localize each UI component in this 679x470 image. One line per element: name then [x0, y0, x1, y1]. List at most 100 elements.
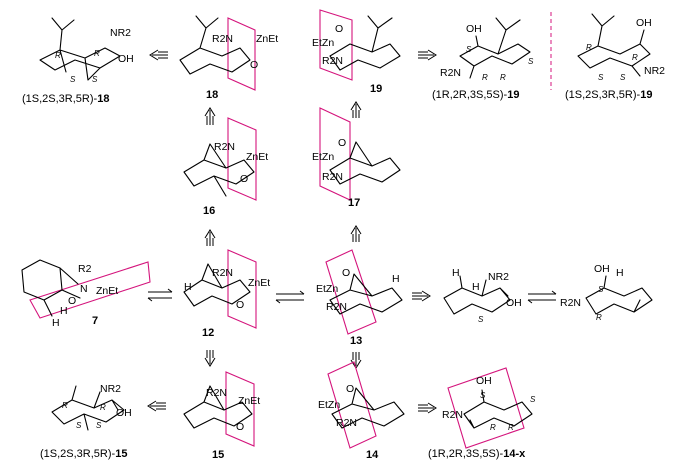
atom-o: O	[335, 23, 343, 35]
stereo-label: S	[96, 421, 102, 430]
substituent-nr2: NR2	[110, 27, 131, 39]
stereo-label: S	[598, 73, 604, 82]
atom-oh: OH	[506, 297, 522, 309]
open-arrow-right	[412, 290, 431, 302]
compound-caption: (1R,2R,3S,5S)-19	[432, 89, 519, 101]
compound-19-product-a: OH R2N S S R R (1R,2R,3S,5S)-19	[432, 17, 534, 101]
stereo-label: S	[620, 73, 626, 82]
atom-znet: ZnEt	[246, 151, 268, 163]
open-arrow-right	[418, 402, 437, 414]
stereo-label: S	[528, 57, 534, 66]
open-arrow-up	[350, 225, 362, 242]
compound-19-product-b: OH NR2 R R S S (1S,2S,3R,5R)-19	[565, 13, 665, 101]
stereo-label: R	[632, 53, 638, 62]
atom-r2n: R2N	[336, 417, 357, 429]
equilibrium-arrow	[147, 288, 173, 302]
atom-r2n: R2N	[214, 141, 235, 153]
compound-13: EtZn O R2N H 13	[316, 249, 403, 347]
stereo-label: S	[598, 285, 604, 294]
compound-caption: (1S,2S,3R,5R)-18	[22, 93, 109, 105]
compound-15: R2N ZnEt O 15	[183, 371, 260, 461]
substituent-oh: OH	[118, 53, 134, 65]
compound-number: 14	[366, 449, 379, 461]
atom-znet: ZnEt	[238, 395, 260, 407]
substituent-oh: OH	[636, 17, 652, 29]
atom-h: H	[472, 281, 480, 293]
compound-14: EtZn O R2N 14	[318, 361, 405, 461]
stereo-label: S	[92, 75, 98, 84]
atom-r2n: R2N	[212, 33, 233, 45]
stereo-label: S	[478, 315, 484, 324]
substituent-oh: OH	[466, 23, 482, 35]
compound-14-x: OH R2N S S R R (1R,2R,3S,5S)-14-x	[428, 367, 536, 460]
atom-o: O	[68, 295, 76, 307]
atom-o: O	[342, 267, 350, 279]
atom-o: O	[240, 173, 248, 185]
atom-h: H	[452, 267, 460, 279]
atom-r2n: R2N	[322, 55, 343, 67]
substituent-oh: OH	[116, 407, 132, 419]
compound-number: 15	[212, 449, 224, 461]
atom-znet: ZnEt	[248, 277, 270, 289]
compound-18: R2N ZnEt O 18	[179, 15, 278, 101]
atom-znet: ZnEt	[96, 285, 118, 297]
atom-h: H	[60, 305, 68, 317]
atom-h: H	[392, 273, 400, 285]
compound-number: 18	[206, 89, 218, 101]
compound-17: EtZn O R2N 17	[312, 107, 401, 209]
compound-19: EtZn O R2N 19	[312, 9, 401, 95]
atom-nr2: NR2	[488, 271, 509, 283]
atom-h: H	[184, 281, 192, 293]
atom-r2n: R2N	[442, 409, 463, 421]
atom-etzn: EtZn	[312, 151, 334, 163]
equilibrium-arrow	[527, 290, 557, 304]
stereo-label: R	[62, 401, 68, 410]
atom-o: O	[236, 421, 244, 433]
open-arrow-up	[204, 229, 216, 246]
substituent-r2n: R2N	[440, 67, 461, 79]
atom-r2n: R2N	[326, 301, 347, 313]
compound-7: R2 N ZnEt O H H 7	[21, 259, 151, 329]
atom-etzn: EtZn	[318, 399, 340, 411]
compound-13-flip: OH H R2N S R	[560, 263, 653, 322]
stereo-label: S	[70, 75, 76, 84]
compound-15-product: NR2 OH R R S S (1S,2S,3R,5R)-15	[40, 383, 132, 460]
open-arrow-left	[149, 49, 168, 61]
stereo-label: S	[480, 391, 486, 400]
open-arrow-up	[204, 107, 216, 125]
compound-number: 12	[202, 327, 214, 339]
stereo-label: R	[482, 73, 488, 82]
atom-etzn: EtZn	[312, 37, 334, 49]
stereo-label: R	[55, 51, 61, 60]
stereo-label: R	[596, 313, 602, 322]
substituent-nr2: NR2	[100, 383, 121, 395]
atom-znet: ZnEt	[256, 33, 278, 45]
atom-r2: R2	[78, 263, 92, 275]
stereo-label: R	[508, 423, 514, 432]
compound-18-product: NR2 OH R R S S (1S,2S,3R,5R)-18	[22, 17, 134, 105]
stereo-label: S	[530, 395, 536, 404]
compound-number: 19	[370, 83, 382, 95]
open-arrow-left	[147, 400, 166, 412]
compound-number: 7	[92, 315, 98, 327]
compound-number: 17	[348, 197, 360, 209]
compound-number: 13	[350, 335, 362, 347]
atom-o: O	[250, 59, 258, 71]
compound-12: H R2N ZnEt O 12	[183, 249, 270, 339]
atom-etzn: EtZn	[316, 283, 338, 295]
stereo-label: S	[466, 45, 472, 54]
atom-r2n: R2N	[322, 171, 343, 183]
equilibrium-arrow	[275, 290, 305, 304]
stereo-label: R	[500, 73, 506, 82]
stereo-label: S	[76, 421, 82, 430]
atom-oh: OH	[476, 375, 492, 387]
atom-oh: OH	[594, 263, 610, 275]
stereo-label: R	[586, 43, 592, 52]
stereo-label: R	[94, 49, 100, 58]
stereo-label: R	[490, 423, 496, 432]
atom-o: O	[346, 383, 354, 395]
compound-caption: (1S,2S,3R,5R)-19	[565, 89, 652, 101]
atom-r2n: R2N	[206, 387, 227, 399]
atom-r2n: R2N	[212, 267, 233, 279]
